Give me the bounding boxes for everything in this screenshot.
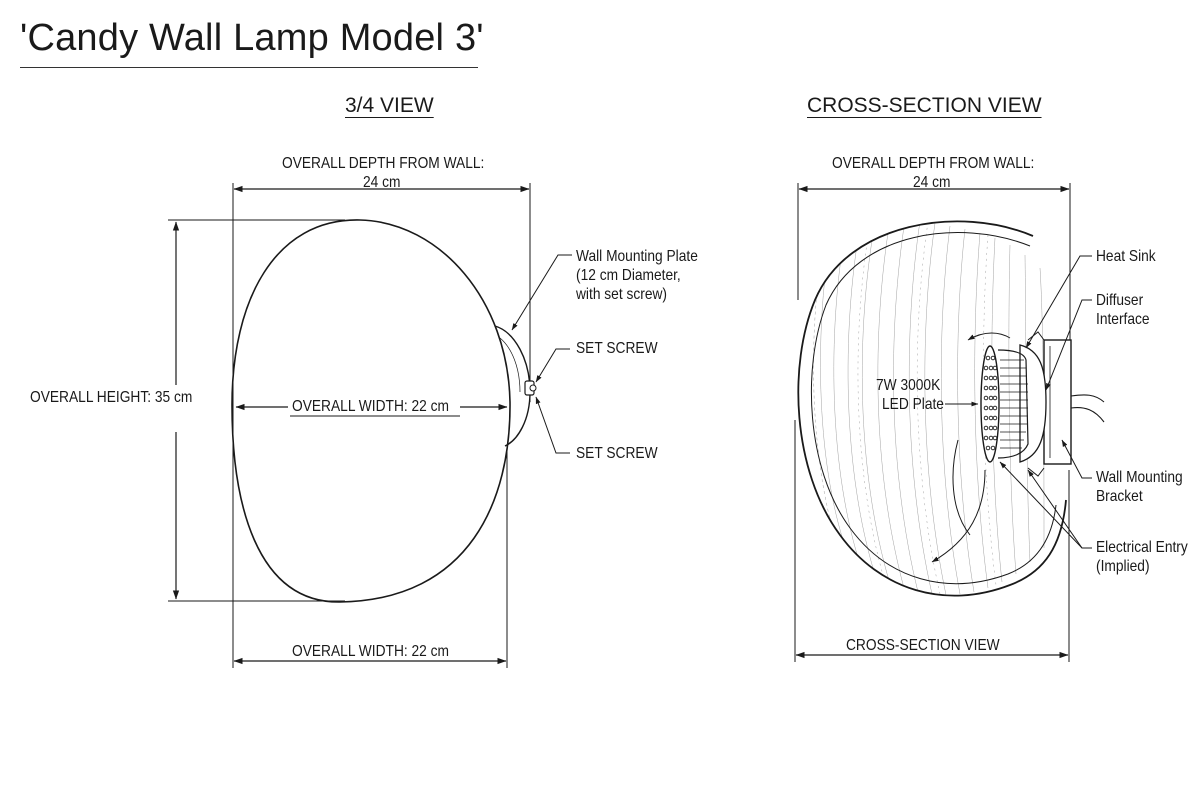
right-depth-label: OVERALL DEPTH FROM WALL: [832,155,1035,172]
leader-set-screw-upper [535,348,570,383]
light-arc-left [952,439,971,536]
electrical-cable [1070,394,1105,403]
led-label-line2: LED Plate [882,396,944,413]
leader-diffuser [1045,299,1092,391]
left-depth-label: OVERALL DEPTH FROM WALL: [282,155,485,172]
leader-electrical-1 [999,461,1092,549]
wall-mounting-bracket [1043,339,1072,465]
left-bottom-width-label: OVERALL WIDTH: 22 cm [292,643,450,660]
left-height-label: OVERALL HEIGHT: 35 cm [30,389,193,406]
leader-electrical-2 [1027,469,1092,549]
callout-heat-sink: Heat Sink [1096,248,1156,265]
callout-bracket-line1: Wall Mounting [1096,469,1183,486]
light-arc-upper [967,332,1011,341]
callout-bracket-line2: Bracket [1096,488,1143,505]
right-depth-value: 24 cm [913,174,951,191]
light-arc-lower [931,469,986,563]
leader-set-screw-lower [535,396,570,454]
leader-bracket [1061,439,1092,479]
callout-set-screw-lower: SET SCREW [576,445,658,462]
callout-plate-line2: (12 cm Diameter, [576,267,681,284]
callout-diffuser-line2: Interface [1096,311,1150,328]
lamp-body-outline [231,219,511,603]
led-plate [980,345,1000,463]
heat-sink-fins [1000,359,1028,449]
shell-inner [810,232,1057,585]
heat-sink [1019,344,1047,463]
callout-plate-line1: Wall Mounting Plate [576,248,698,265]
callout-plate-line3: with set screw) [576,286,667,303]
left-view-drawing [168,183,572,668]
callout-electrical-line2: (Implied) [1096,558,1150,575]
leader-heat-sink [1025,255,1092,349]
right-bottom-label: CROSS-SECTION VIEW [846,637,1000,654]
leader-wall-plate [511,254,572,331]
callout-diffuser-line1: Diffuser [1096,292,1144,309]
left-inner-width-label: OVERALL WIDTH: 22 cm [292,398,450,415]
led-dots [983,355,998,451]
left-view-title: 3/4 VIEW [345,94,434,117]
shell-outer [797,220,1067,597]
led-label-line1: 7W 3000K [876,377,941,394]
page-title: 'Candy Wall Lamp Model 3' [20,17,484,59]
title-underline [20,67,478,68]
right-view-title: CROSS-SECTION VIEW [807,94,1042,117]
right-view-drawing [794,183,1105,662]
left-depth-value: 24 cm [363,174,401,191]
callout-electrical-line1: Electrical Entry [1096,539,1188,556]
callout-set-screw-upper: SET SCREW [576,340,658,357]
